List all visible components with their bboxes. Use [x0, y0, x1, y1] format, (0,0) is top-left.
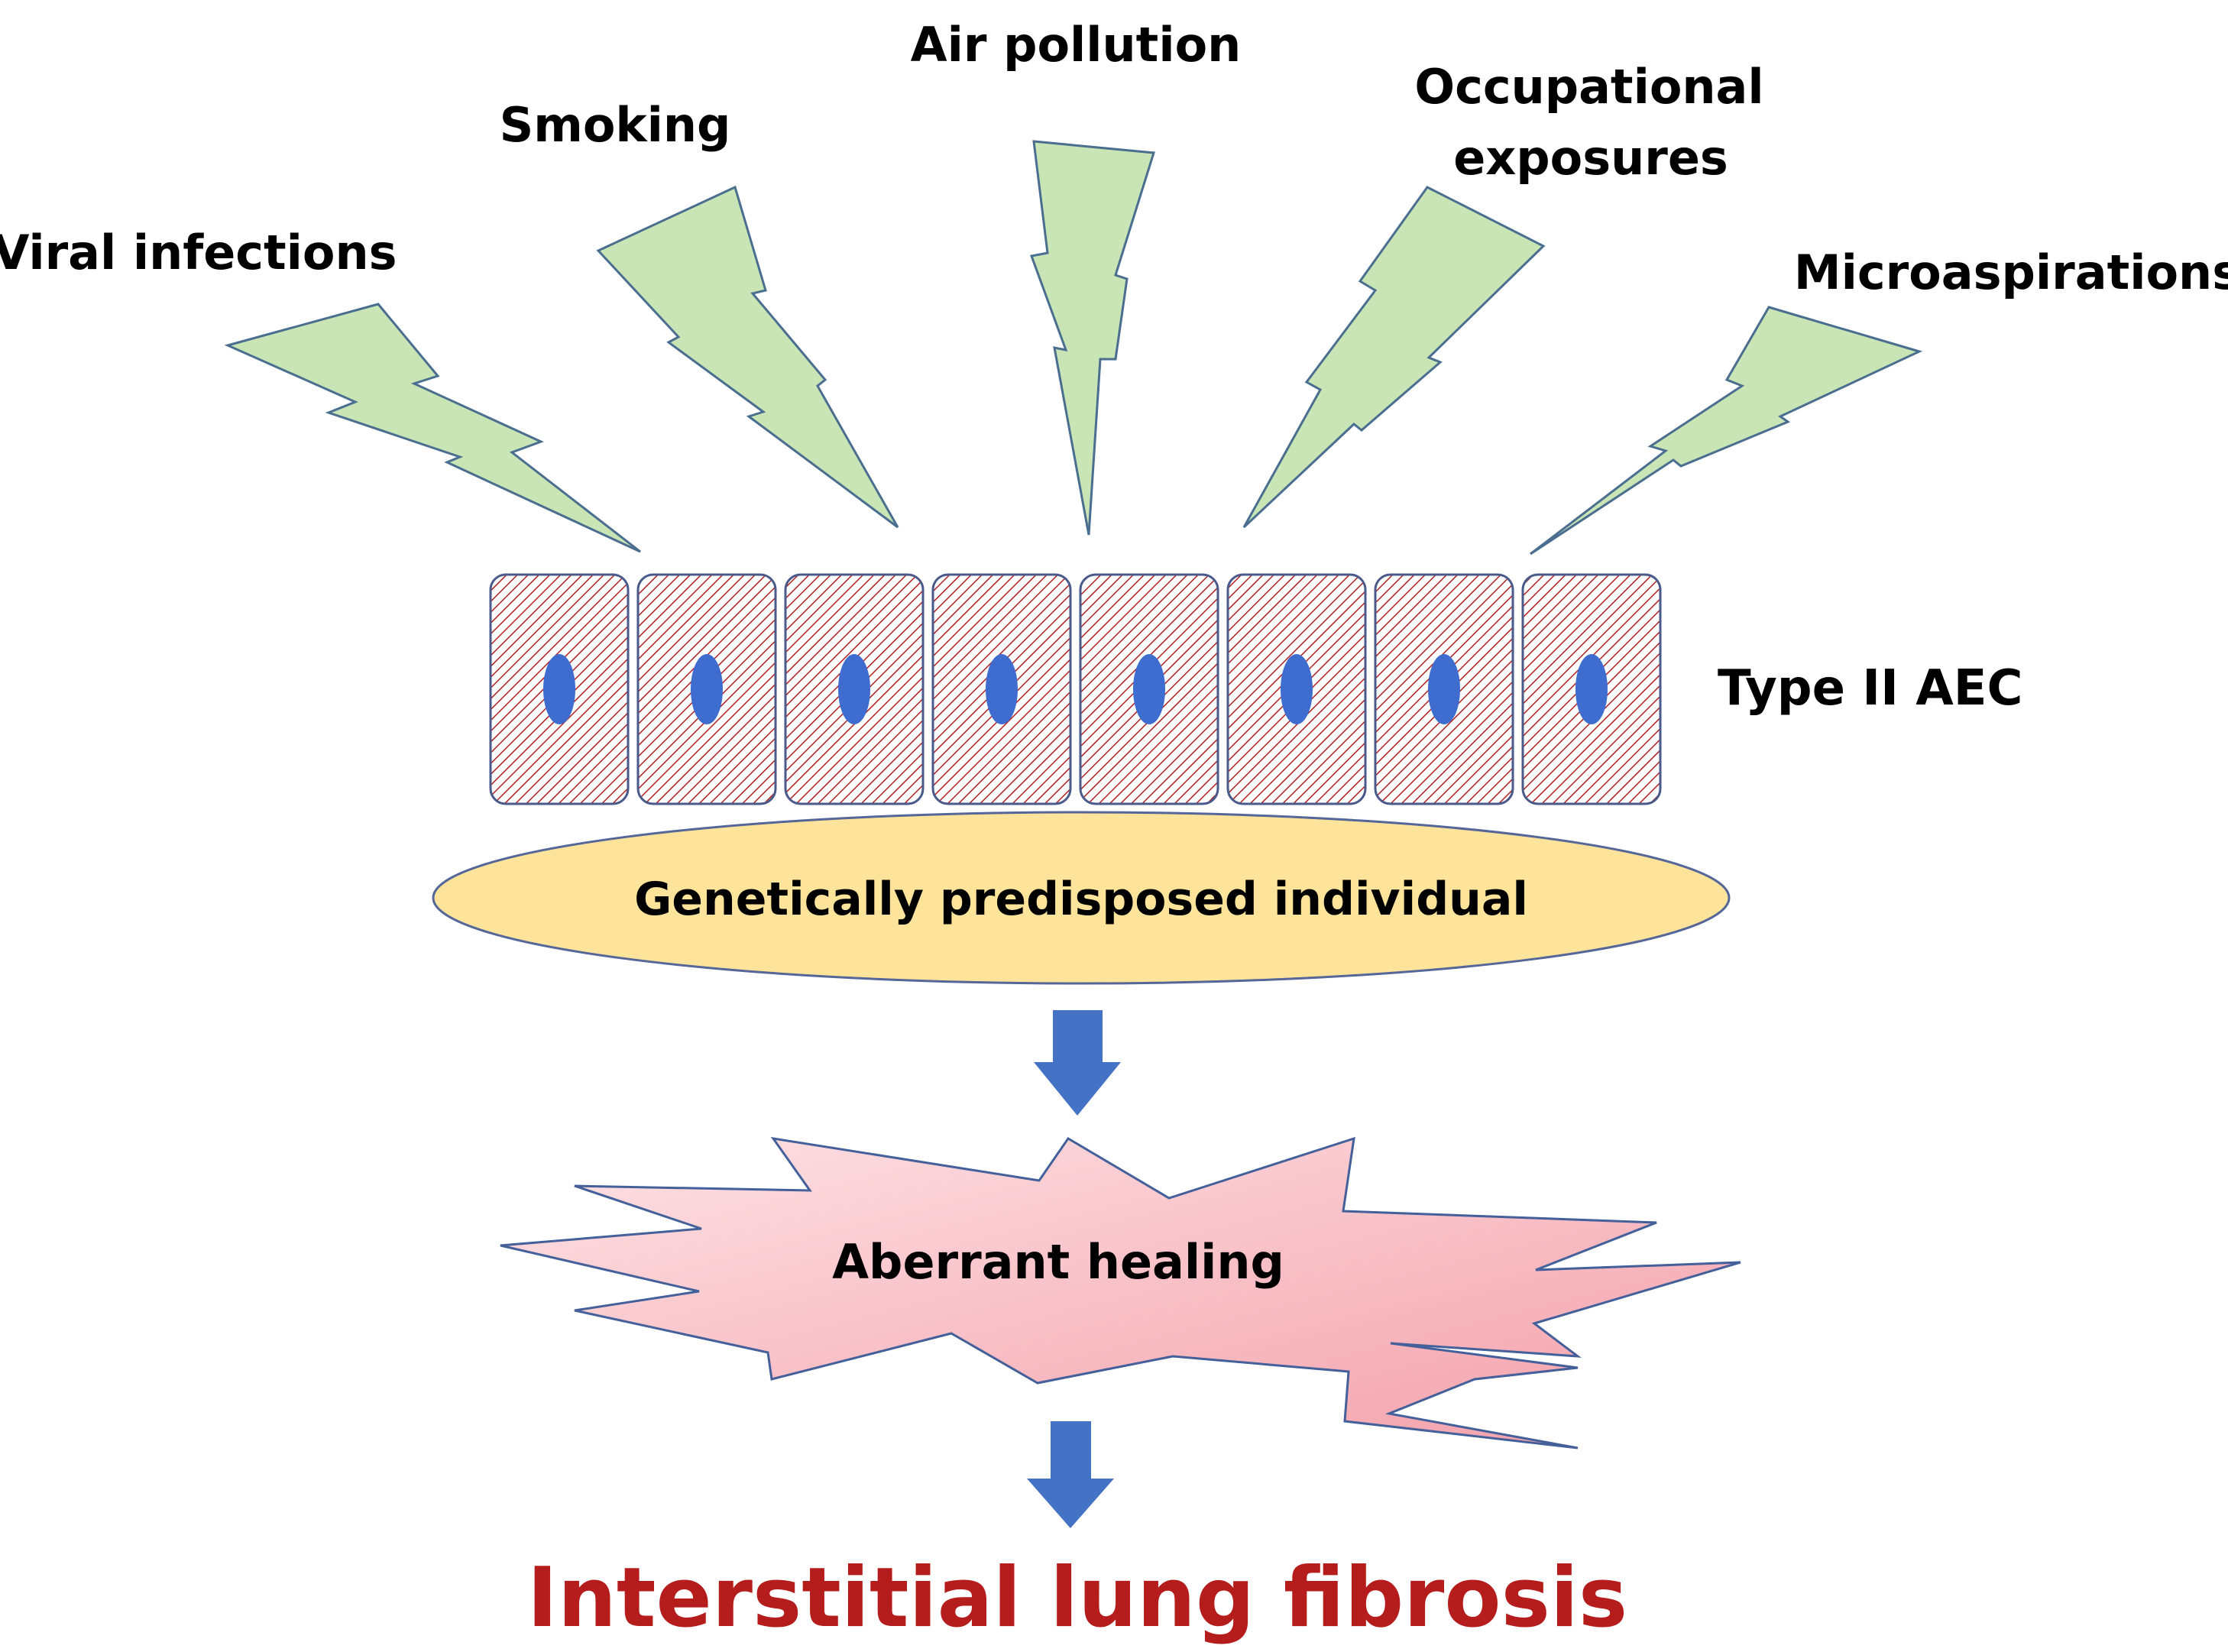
factor-label-viral-infections: Viral infections: [0, 225, 397, 280]
factor-label-occupational: Occupational: [1414, 59, 1763, 115]
cell-nucleus: [1428, 654, 1460, 724]
cell-type-label: Type II AEC: [1718, 660, 2022, 717]
bolt-occupational-exposures: [1242, 186, 1546, 529]
cell-nucleus: [986, 654, 1018, 724]
exposure-labels: Viral infections Smoking Air pollution O…: [0, 17, 2228, 300]
factor-label-exposures: exposures: [1453, 130, 1728, 186]
arrow-down-2: [1027, 1421, 1114, 1528]
outcome-label: Interstitial lung fibrosis: [527, 1550, 1627, 1646]
cell-nucleus: [1281, 654, 1313, 724]
bolt-smoking: [596, 185, 899, 529]
bolt-microaspirations: [1530, 306, 1923, 556]
predisposition-ellipse: [432, 811, 1731, 985]
cell-nucleus: [1575, 654, 1608, 724]
predisposition-label: Genetically predisposed individual: [634, 873, 1528, 926]
factor-label-air-pollution: Air pollution: [911, 17, 1242, 73]
cell-nucleus: [838, 654, 870, 724]
aberrant-healing-burst: [500, 1136, 1741, 1450]
aberrant-healing-label: Aberrant healing: [832, 1234, 1284, 1290]
cell-nucleus: [691, 654, 723, 724]
bolt-air-pollution: [1029, 140, 1155, 536]
type-ii-aec-cells: [489, 573, 1662, 805]
arrow-down-1: [1034, 1010, 1121, 1116]
cell-nucleus: [1133, 654, 1165, 724]
bolt-viral-infections: [224, 303, 641, 553]
exposure-bolts: [224, 140, 1923, 556]
factor-label-smoking: Smoking: [500, 97, 731, 153]
factor-label-microaspirations: Microaspirations: [1794, 245, 2228, 300]
cell-nucleus: [543, 654, 575, 724]
